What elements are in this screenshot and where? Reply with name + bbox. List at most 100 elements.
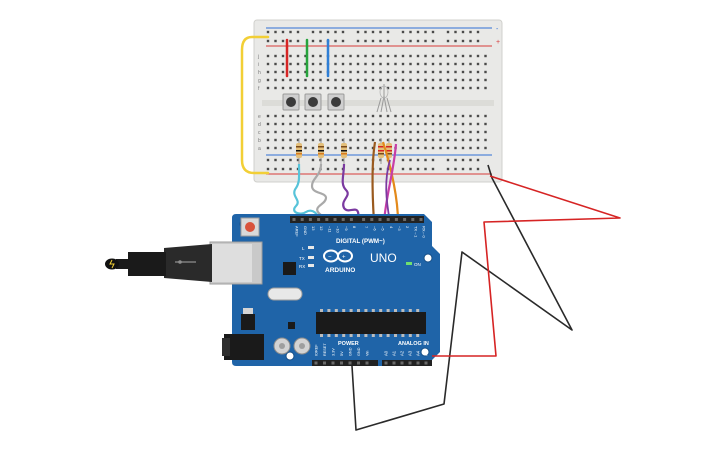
breadboard-hole[interactable] [409, 30, 412, 34]
breadboard-hole[interactable] [334, 70, 337, 74]
breadboard-hole[interactable] [266, 70, 270, 74]
breadboard-hole[interactable] [416, 138, 420, 142]
breadboard-hole[interactable] [401, 54, 405, 58]
breadboard-hole[interactable] [319, 62, 322, 66]
breadboard-hole[interactable] [386, 78, 390, 82]
breadboard-hole[interactable] [394, 78, 397, 82]
breadboard-hole[interactable] [341, 130, 345, 134]
breadboard-hole[interactable] [266, 122, 270, 126]
breadboard-hole[interactable] [319, 78, 322, 82]
breadboard-hole[interactable] [266, 146, 270, 150]
breadboard-hole[interactable] [326, 130, 330, 134]
breadboard-hole[interactable] [446, 62, 450, 66]
breadboard-hole[interactable] [431, 138, 435, 142]
breadboard-hole[interactable] [431, 114, 435, 118]
breadboard-hole[interactable] [401, 86, 405, 90]
breadboard-hole[interactable] [476, 146, 480, 150]
breadboard-hole[interactable] [334, 54, 337, 58]
breadboard-hole[interactable] [311, 130, 315, 134]
breadboard-hole[interactable] [364, 122, 367, 126]
breadboard-hole[interactable] [416, 70, 420, 74]
breadboard-hole[interactable] [394, 62, 397, 66]
breadboard-hole[interactable] [296, 30, 300, 34]
breadboard-hole[interactable] [476, 130, 480, 134]
breadboard-hole[interactable] [416, 30, 420, 34]
breadboard-hole[interactable] [431, 130, 435, 134]
breadboard-hole[interactable] [416, 122, 420, 126]
breadboard-hole[interactable] [386, 62, 390, 66]
breadboard-hole[interactable] [289, 130, 292, 134]
breadboard-hole[interactable] [334, 62, 337, 66]
reset-button[interactable] [240, 217, 260, 237]
digital-pin-socket[interactable] [325, 218, 329, 221]
breadboard-hole[interactable] [334, 86, 337, 90]
breadboard-hole[interactable] [311, 86, 315, 90]
breadboard-hole[interactable] [431, 30, 435, 34]
breadboard-hole[interactable] [304, 114, 307, 118]
breadboard-hole[interactable] [484, 130, 487, 134]
breadboard-hole[interactable] [281, 86, 285, 90]
breadboard-hole[interactable] [394, 70, 397, 74]
breadboard-hole[interactable] [334, 158, 337, 162]
breadboard-hole[interactable] [416, 146, 420, 150]
breadboard-hole[interactable] [281, 130, 285, 134]
pushbutton-3[interactable] [327, 93, 345, 111]
breadboard-hole[interactable] [371, 54, 375, 58]
breadboard-hole[interactable] [371, 62, 375, 66]
breadboard-hole[interactable] [349, 130, 352, 134]
breadboard-hole[interactable] [326, 167, 330, 171]
breadboard-hole[interactable] [311, 70, 315, 74]
breadboard-hole[interactable] [281, 122, 285, 126]
breadboard-hole[interactable] [409, 114, 412, 118]
digital-pin-socket[interactable] [411, 218, 415, 221]
breadboard-hole[interactable] [319, 54, 322, 58]
breadboard-hole[interactable] [409, 39, 412, 43]
breadboard-hole[interactable] [476, 158, 480, 162]
breadboard-hole[interactable] [349, 86, 352, 90]
breadboard-hole[interactable] [439, 122, 442, 126]
breadboard-hole[interactable] [296, 138, 300, 142]
breadboard-hole[interactable] [446, 78, 450, 82]
breadboard-hole[interactable] [304, 62, 307, 66]
cyan-wire[interactable] [293, 163, 320, 223]
breadboard-hole[interactable] [409, 62, 412, 66]
breadboard-hole[interactable] [446, 86, 450, 90]
breadboard-hole[interactable] [281, 30, 285, 34]
breadboard-hole[interactable] [379, 86, 382, 90]
breadboard-hole[interactable] [311, 138, 315, 142]
breadboard-hole[interactable] [326, 86, 330, 90]
breadboard-hole[interactable] [311, 78, 315, 82]
breadboard-hole[interactable] [469, 130, 472, 134]
digital-pin-socket[interactable] [292, 218, 296, 221]
breadboard-hole[interactable] [386, 70, 390, 74]
breadboard-hole[interactable] [349, 70, 352, 74]
breadboard-hole[interactable] [484, 78, 487, 82]
breadboard-hole[interactable] [334, 122, 337, 126]
breadboard-hole[interactable] [424, 130, 427, 134]
breadboard-hole[interactable] [454, 78, 457, 82]
breadboard-hole[interactable] [446, 138, 450, 142]
breadboard-hole[interactable] [334, 167, 337, 171]
breadboard-hole[interactable] [296, 78, 300, 82]
breadboard-hole[interactable] [439, 138, 442, 142]
breadboard-hole[interactable] [356, 122, 360, 126]
breadboard-hole[interactable] [454, 167, 457, 171]
breadboard-hole[interactable] [386, 39, 390, 43]
breadboard-hole[interactable] [476, 62, 480, 66]
breadboard-hole[interactable] [349, 114, 352, 118]
breadboard-hole[interactable] [431, 78, 435, 82]
breadboard-hole[interactable] [274, 70, 277, 74]
breadboard-hole[interactable] [296, 158, 300, 162]
breadboard-hole[interactable] [289, 138, 292, 142]
breadboard-hole[interactable] [439, 54, 442, 58]
breadboard-hole[interactable] [386, 114, 390, 118]
breadboard-hole[interactable] [371, 146, 375, 150]
breadboard-hole[interactable] [371, 130, 375, 134]
breadboard-hole[interactable] [371, 78, 375, 82]
digital-pin-socket[interactable] [419, 218, 423, 221]
breadboard-hole[interactable] [326, 138, 330, 142]
resistor-2[interactable] [318, 138, 324, 164]
breadboard-hole[interactable] [439, 86, 442, 90]
breadboard-hole[interactable] [461, 78, 465, 82]
